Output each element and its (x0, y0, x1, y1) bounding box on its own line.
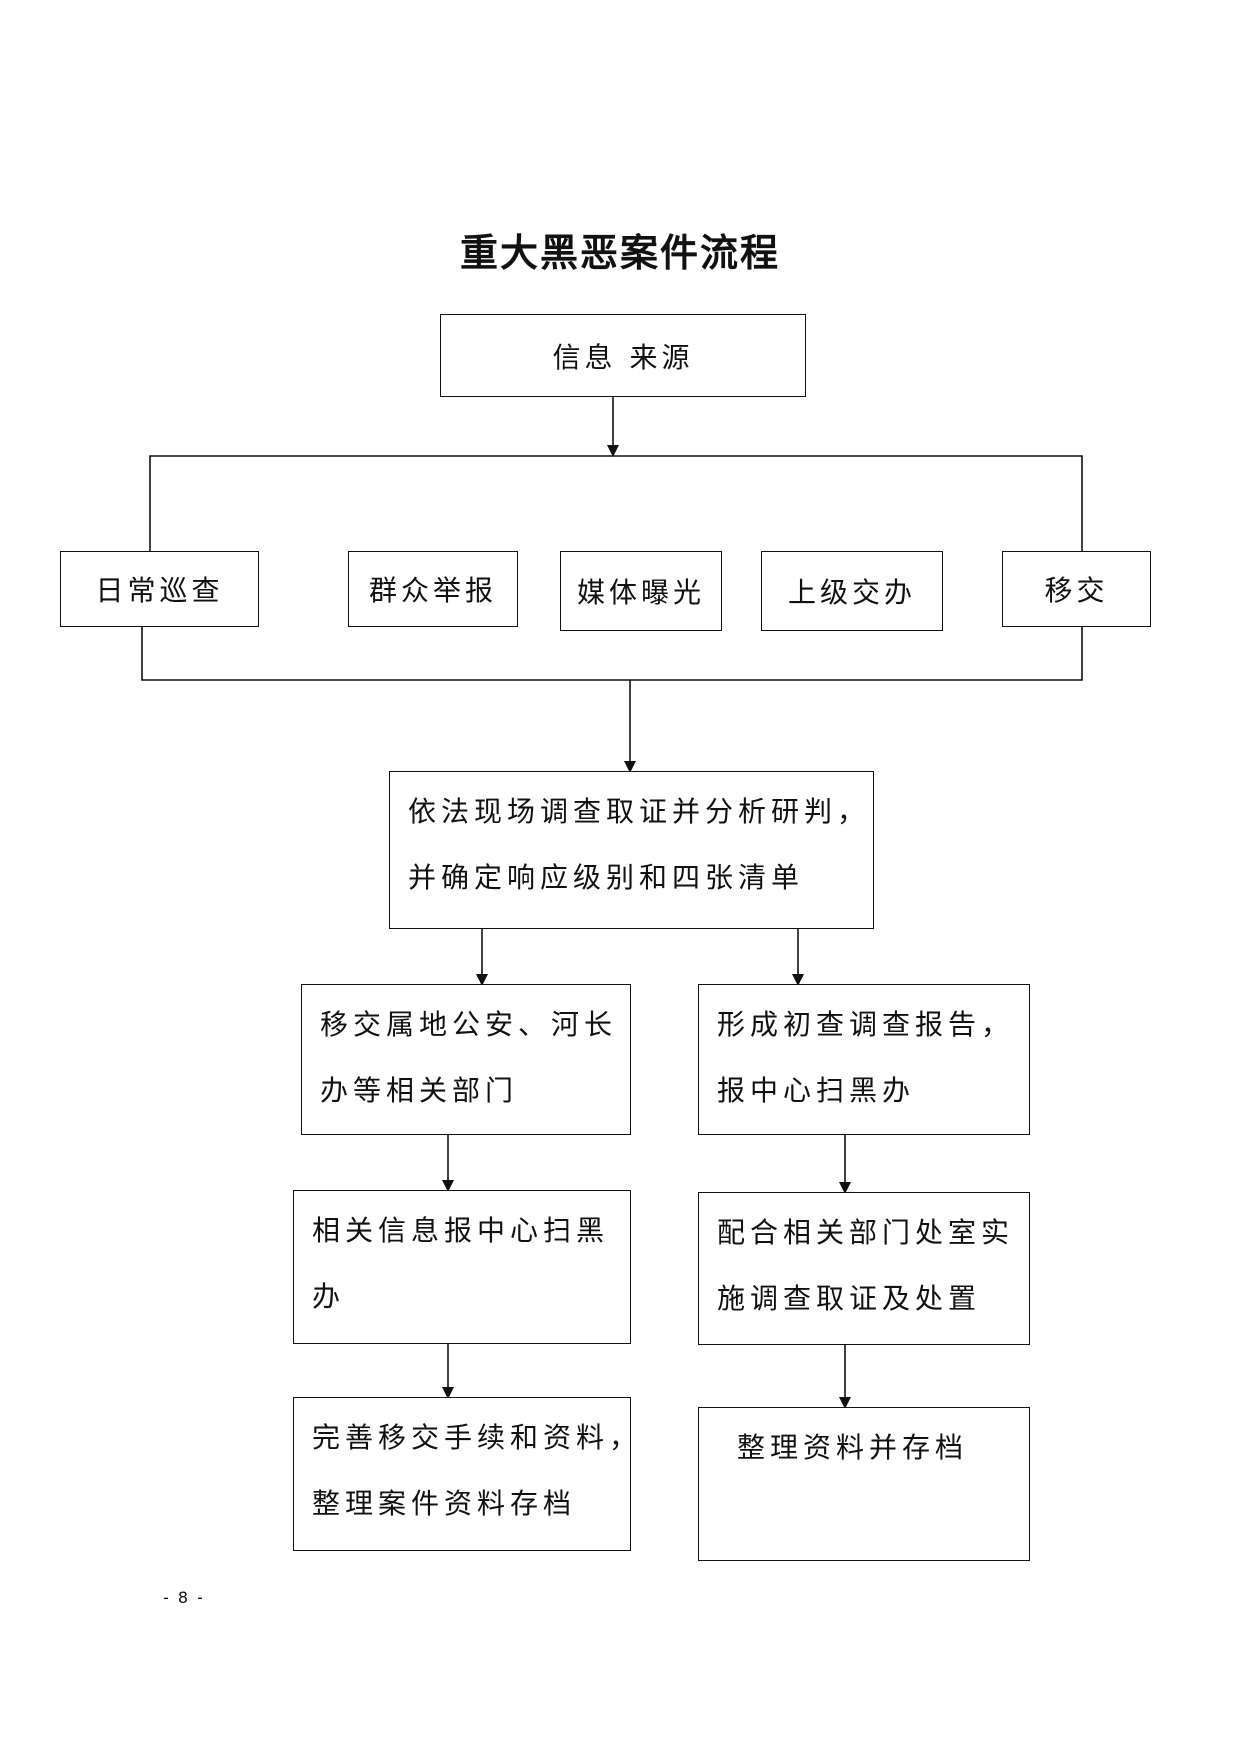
node-info-source-label: 信息 来源 (552, 340, 694, 374)
node-left-archive-line-1: 完善移交手续和资料， (312, 1421, 643, 1454)
node-left-archive-line-2: 整理案件资料存档 (312, 1487, 577, 1520)
node-media-exposure: 媒体曝光 (560, 551, 722, 631)
node-superior-assignment-label: 上级交办 (787, 576, 916, 609)
node-right-initial-report-line-1: 形成初查调查报告， (717, 1008, 1015, 1041)
node-left-transfer-police: 移交属地公安、河长 办等相关部门 (301, 984, 631, 1135)
node-right-cooperate: 配合相关部门处室实 施调查取证及处置 (698, 1192, 1030, 1345)
node-investigation: 依法现场调查取证并分析研判， 并确定响应级别和四张清单 (389, 771, 874, 929)
node-left-report-center-line-1: 相关信息报中心扫黑 (312, 1214, 610, 1247)
node-public-report-label: 群众举报 (368, 574, 497, 607)
node-left-archive: 完善移交手续和资料， 整理案件资料存档 (293, 1397, 643, 1551)
node-left-report-center: 相关信息报中心扫黑 办 (293, 1190, 631, 1344)
node-right-archive-line-1: 整理资料并存档 (737, 1431, 969, 1464)
node-right-initial-report-line-2: 报中心扫黑办 (717, 1074, 916, 1107)
node-left-transfer-police-line-2: 办等相关部门 (320, 1074, 519, 1107)
node-info-source: 信息 来源 (440, 314, 806, 397)
bottom-collection-line (141, 627, 1083, 681)
node-media-exposure-label: 媒体曝光 (576, 576, 705, 609)
page-title: 重大黑恶案件流程 (459, 231, 780, 275)
node-investigation-line-1: 依法现场调查取证并分析研判， (408, 795, 871, 828)
node-right-cooperate-line-2: 施调查取证及处置 (717, 1282, 982, 1315)
node-superior-assignment: 上级交办 (761, 551, 943, 631)
node-left-report-center-line-2: 办 (312, 1280, 346, 1313)
node-right-cooperate-line-1: 配合相关部门处室实 (717, 1216, 1015, 1249)
node-public-report: 群众举报 (348, 551, 518, 627)
node-investigation-line-2: 并确定响应级别和四张清单 (408, 861, 805, 894)
top-distribution-line (149, 455, 1083, 551)
page-number: - 8 - (163, 1588, 205, 1607)
node-right-initial-report: 形成初查调查报告， 报中心扫黑办 (698, 984, 1030, 1135)
node-daily-patrol: 日常巡查 (60, 551, 259, 627)
node-right-archive: 整理资料并存档 (698, 1407, 1030, 1561)
node-left-transfer-police-line-1: 移交属地公安、河长 (320, 1008, 618, 1041)
node-transfer: 移交 (1002, 551, 1151, 627)
node-daily-patrol-label: 日常巡查 (95, 574, 224, 607)
node-transfer-label: 移交 (1044, 574, 1109, 607)
